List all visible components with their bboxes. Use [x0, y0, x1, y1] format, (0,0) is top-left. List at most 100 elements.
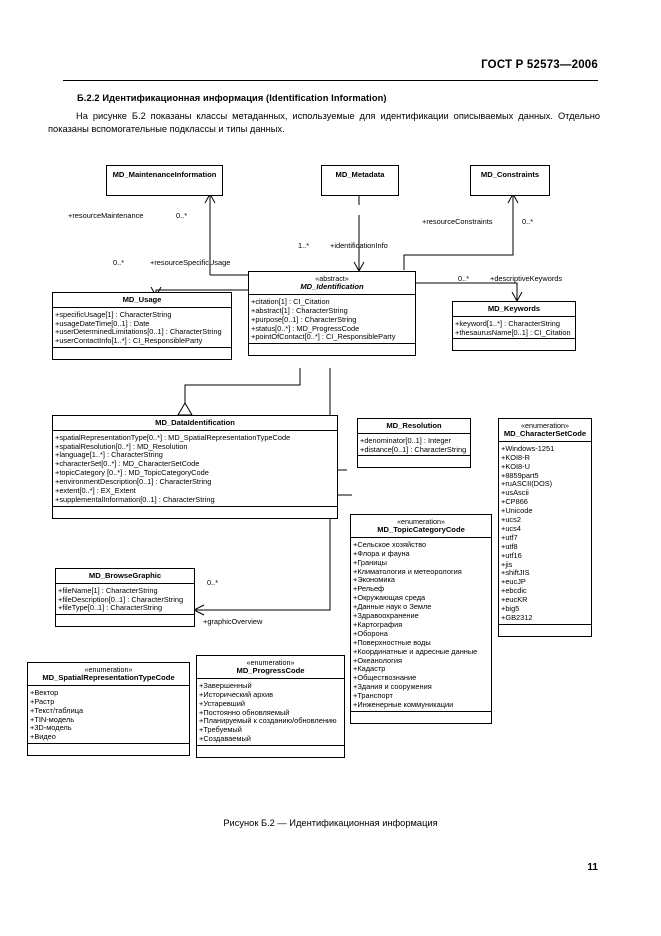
operations-compartment: [351, 712, 491, 723]
class-stereotype: «abstract»: [315, 274, 349, 283]
enum-literal: +KOI8-R: [501, 452, 530, 462]
enum-literal: +jis: [501, 559, 513, 569]
class-stereotype: «enumeration»: [521, 421, 569, 430]
enum-literal: +eucKR: [501, 595, 528, 605]
assoc-label-resource-constraints-mult: 0..*: [522, 217, 534, 226]
divider: [56, 582, 194, 584]
attribute: +userDeterminedLimitations[0..1] : Chara…: [55, 327, 222, 337]
standard-header: ГОСТ Р 52573—2006: [481, 59, 598, 71]
attribute-list: +spatialRepresentationType[0..*] : MD_Sp…: [53, 431, 337, 506]
enum-literal: +Транспорт: [353, 691, 393, 701]
attribute: +usageDateTime[0..1] : Date: [55, 318, 150, 328]
enum-literal: +Кадастр: [353, 664, 386, 674]
enum-literal: +Создаваемый: [199, 734, 251, 744]
class-stereotype: «enumeration»: [84, 665, 133, 674]
class-name: MD_TopicCategoryCode: [377, 525, 465, 535]
divider: [28, 684, 189, 686]
attribute: +fileType[0..1] : CharacterString: [58, 603, 163, 613]
enum-literal: +utf8: [501, 541, 518, 551]
assoc-label-resource-specific-usage-mult: 0..*: [113, 258, 125, 267]
attribute: +supplementalInformation[0..1] : Charact…: [55, 494, 215, 504]
enum-literal: +Границы: [353, 557, 387, 567]
enum-literal: +ebcdic: [501, 586, 527, 596]
assoc-label-graphic-overview-role: +graphicOverview: [203, 617, 263, 626]
class-name: MD_Constraints: [480, 170, 540, 179]
attribute-list: +fileName[1] : CharacterString +fileDesc…: [56, 584, 194, 615]
class-name: MD_MaintenanceInformation: [112, 170, 217, 179]
class-stereotype: «enumeration»: [397, 517, 445, 526]
operations-compartment: [53, 348, 231, 359]
attribute-list: +Вектор +Растр +Текст/таблица +TIN-модел…: [28, 686, 189, 743]
class-title: «enumeration» MD_SpatialRepresentationTy…: [28, 663, 189, 685]
attribute: +language[1..*] : CharacterString: [55, 450, 163, 460]
assoc-label-resource-specific-usage-role: +resourceSpecificUsage: [150, 258, 231, 267]
divider: [499, 440, 591, 442]
operations-compartment: [56, 615, 194, 626]
enum-literal: +Растр: [30, 696, 55, 706]
class-title: MD_BrowseGraphic: [56, 569, 194, 583]
class-title: MD_Metadata: [322, 166, 398, 184]
operations-compartment: [358, 456, 470, 467]
attribute: +pointOfContact[0..*] : CI_ResponsiblePa…: [251, 332, 396, 342]
class-md-spatialrepresentationtypecode[interactable]: «enumeration» MD_SpatialRepresentationTy…: [27, 662, 190, 757]
class-stereotype: «enumeration»: [246, 658, 295, 667]
class-title: MD_DataIdentification: [53, 416, 337, 430]
enum-literal: +Флора и фауна: [353, 548, 410, 558]
enum-literal: +ruASCII(DOS): [501, 479, 553, 489]
enum-literal: +Сельское хозяйство: [353, 539, 427, 549]
divider: [351, 711, 491, 713]
class-md-progresscode[interactable]: «enumeration» MD_ProgressCode +Завершенн…: [196, 655, 345, 759]
enum-literal: +ucs2: [501, 515, 521, 525]
attribute: +distance[0..1] : CharacterString: [360, 444, 467, 454]
enum-literal: +CP866: [501, 497, 528, 507]
assoc-label-resource-maintenance-role: +resourceMaintenance: [68, 211, 144, 220]
enum-literal: +Здравоохранение: [353, 611, 419, 621]
operations-compartment: [28, 744, 189, 755]
class-md-maintenanceinformation[interactable]: MD_MaintenanceInformation: [106, 165, 223, 196]
class-md-topiccategorycode[interactable]: «enumeration» MD_TopicCategoryCode +Сель…: [350, 514, 492, 725]
class-md-charactersetcode[interactable]: «enumeration» MD_CharacterSetCode +Windo…: [498, 418, 592, 637]
enum-literal: +eucJP: [501, 577, 526, 587]
class-title: MD_Constraints: [471, 166, 549, 184]
class-name: MD_Resolution: [386, 421, 442, 430]
divider: [249, 293, 415, 295]
attribute: +userContactInfo[1..*] : CI_ResponsibleP…: [55, 336, 203, 346]
page-number: 11: [587, 862, 598, 873]
enum-literal: +Океанология: [353, 655, 402, 665]
enum-literal: +GB2312: [501, 613, 533, 623]
divider: [28, 743, 189, 745]
attribute-list: +denominator[0..1] : Integer +distance[0…: [358, 434, 470, 456]
enum-literal: +Завершенный: [199, 680, 252, 690]
assoc-label-descriptive-keywords-mult: 0..*: [458, 274, 470, 283]
class-name: MD_SpatialRepresentationTypeCode: [42, 673, 175, 683]
divider: [53, 429, 337, 431]
attribute-list: +keyword[1..*] : CharacterString +thesau…: [453, 317, 575, 339]
operations-compartment: [499, 625, 591, 636]
class-md-browsegraphic[interactable]: MD_BrowseGraphic +fileName[1] : Characte…: [55, 568, 195, 628]
enum-literal: +utf16: [501, 550, 522, 560]
class-md-constraints[interactable]: MD_Constraints: [470, 165, 550, 196]
class-name: MD_ProgressCode: [236, 666, 305, 676]
class-name: MD_Metadata: [335, 170, 385, 179]
class-md-keywords[interactable]: MD_Keywords +keyword[1..*] : CharacterSt…: [452, 301, 576, 352]
enum-literal: +Видео: [30, 732, 56, 742]
attribute-list: +Завершенный +Исторический архив +Устаре…: [197, 679, 344, 745]
class-md-identification[interactable]: «abstract» MD_Identification +citation[1…: [248, 271, 416, 357]
enum-literal: +Устаревший: [199, 698, 245, 708]
divider: [499, 623, 591, 625]
class-md-dataidentification[interactable]: MD_DataIdentification +spatialRepresenta…: [52, 415, 338, 519]
enum-literal: +Оборона: [353, 628, 388, 638]
divider: [453, 315, 575, 317]
enum-literal: +Вектор: [30, 687, 59, 697]
enum-literal: +Рельеф: [353, 584, 385, 594]
enum-literal: +Экономика: [353, 575, 395, 585]
figure-caption: Рисунок Б.2 — Идентификационная информац…: [223, 818, 438, 828]
class-name: MD_CharacterSetCode: [503, 429, 587, 439]
attribute: +characterSet[0..*] : MD_CharacterSetCod…: [55, 459, 200, 469]
section-paragraph: На рисунке Б.2 показаны классы метаданны…: [48, 110, 600, 136]
attribute: +topicCategory [0..*] : MD_TopicCategory…: [55, 468, 209, 478]
class-md-usage[interactable]: MD_Usage +specificUsage[1] : CharacterSt…: [52, 292, 232, 361]
class-md-resolution[interactable]: MD_Resolution +denominator[0..1] : Integ…: [357, 418, 471, 469]
class-md-metadata[interactable]: MD_Metadata: [321, 165, 399, 196]
divider: [358, 432, 470, 434]
